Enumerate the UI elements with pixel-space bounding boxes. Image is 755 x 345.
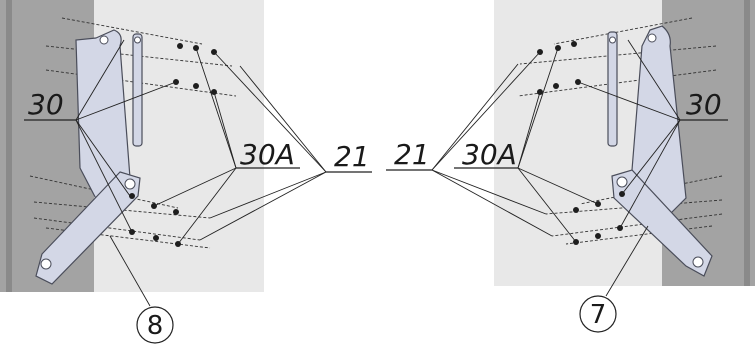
right-leader-lines: [386, 39, 728, 297]
left-leader-lines: [24, 39, 372, 307]
left-label-21: 21: [334, 140, 370, 173]
right-callout-circle-7: [579, 295, 617, 333]
right-mount-plate-hole-top: [616, 176, 628, 188]
left-gas-strut: [132, 33, 143, 147]
left-label-8: 8: [147, 311, 164, 341]
left-mount-plate-hole-top: [124, 178, 136, 190]
right-dark-panel-edge: [744, 0, 750, 286]
right-gas-strut-hole: [609, 36, 616, 44]
left-callout-circle-8: [136, 306, 174, 344]
right-mount-plate-hole-bottom: [692, 256, 704, 268]
left-hinge-arm-hole: [99, 35, 109, 45]
right-label-21: 21: [394, 138, 430, 171]
left-mount-plate-hole-bottom: [40, 258, 52, 270]
right-label-30: 30: [686, 88, 722, 121]
right-assembly: 30 30A 21 7: [386, 0, 755, 333]
left-assembly: 30 30A 21 8: [0, 0, 372, 344]
left-gas-strut-hole: [134, 36, 141, 44]
right-label-30a: 30A: [462, 138, 517, 171]
left-dark-panel-edge: [6, 0, 12, 292]
right-hinge-arm-hole: [647, 33, 657, 43]
left-mount-plate: [35, 171, 141, 285]
right-label-7: 7: [590, 300, 607, 330]
left-label-30a: 30A: [240, 138, 295, 171]
right-gas-strut: [607, 31, 618, 147]
left-label-30: 30: [28, 88, 64, 121]
